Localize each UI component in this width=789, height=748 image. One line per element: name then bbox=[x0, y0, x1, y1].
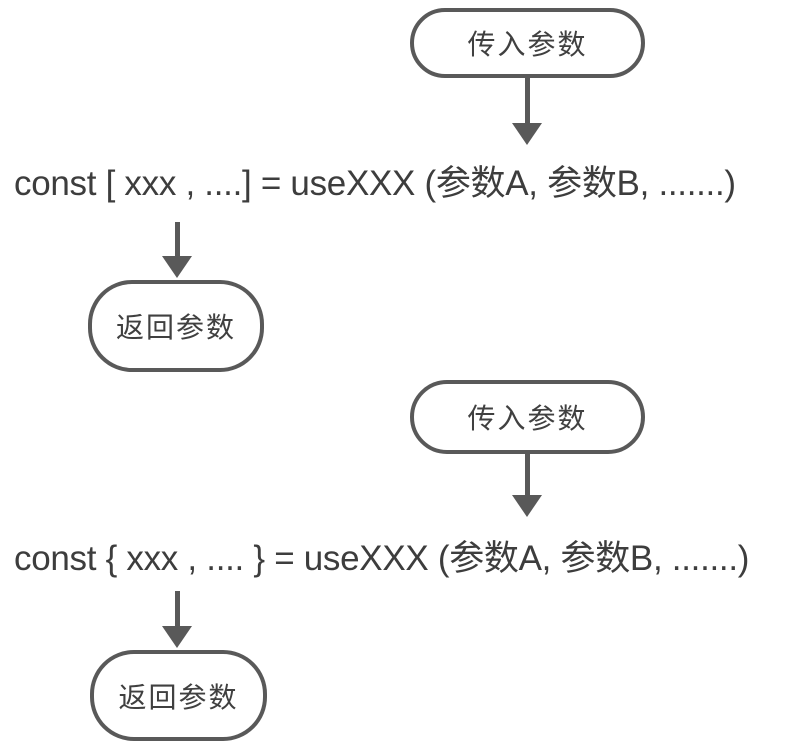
node-input-params-top: 传入参数 bbox=[410, 8, 645, 78]
node-return-params-top: 返回参数 bbox=[88, 280, 264, 372]
arrow-down-icon bbox=[512, 454, 542, 517]
node-return-params-bottom-label: 返回参数 bbox=[118, 681, 239, 713]
arrow-down-icon bbox=[512, 78, 542, 145]
code-line-array-destructure: const [ xxx , ....] = useXXX (参数A, 参数B, … bbox=[14, 164, 736, 203]
arrow-head bbox=[512, 495, 542, 517]
arrow-shaft bbox=[524, 78, 530, 123]
arrow-head bbox=[512, 123, 542, 145]
node-input-params-top-label: 传入参数 bbox=[467, 29, 588, 60]
arrow-down-icon bbox=[162, 591, 192, 648]
node-return-params-bottom: 返回参数 bbox=[90, 650, 267, 741]
arrow-head bbox=[162, 256, 192, 278]
node-input-params-bottom: 传入参数 bbox=[410, 380, 645, 454]
arrow-head bbox=[162, 626, 192, 648]
node-input-params-bottom-label: 传入参数 bbox=[467, 403, 588, 434]
arrow-shaft bbox=[524, 454, 530, 495]
arrow-down-icon bbox=[162, 222, 192, 278]
code-line-object-destructure: const { xxx , .... } = useXXX (参数A, 参数B,… bbox=[14, 539, 750, 578]
arrow-shaft bbox=[174, 591, 180, 626]
arrow-shaft bbox=[174, 222, 180, 256]
node-return-params-top-label: 返回参数 bbox=[115, 312, 236, 343]
